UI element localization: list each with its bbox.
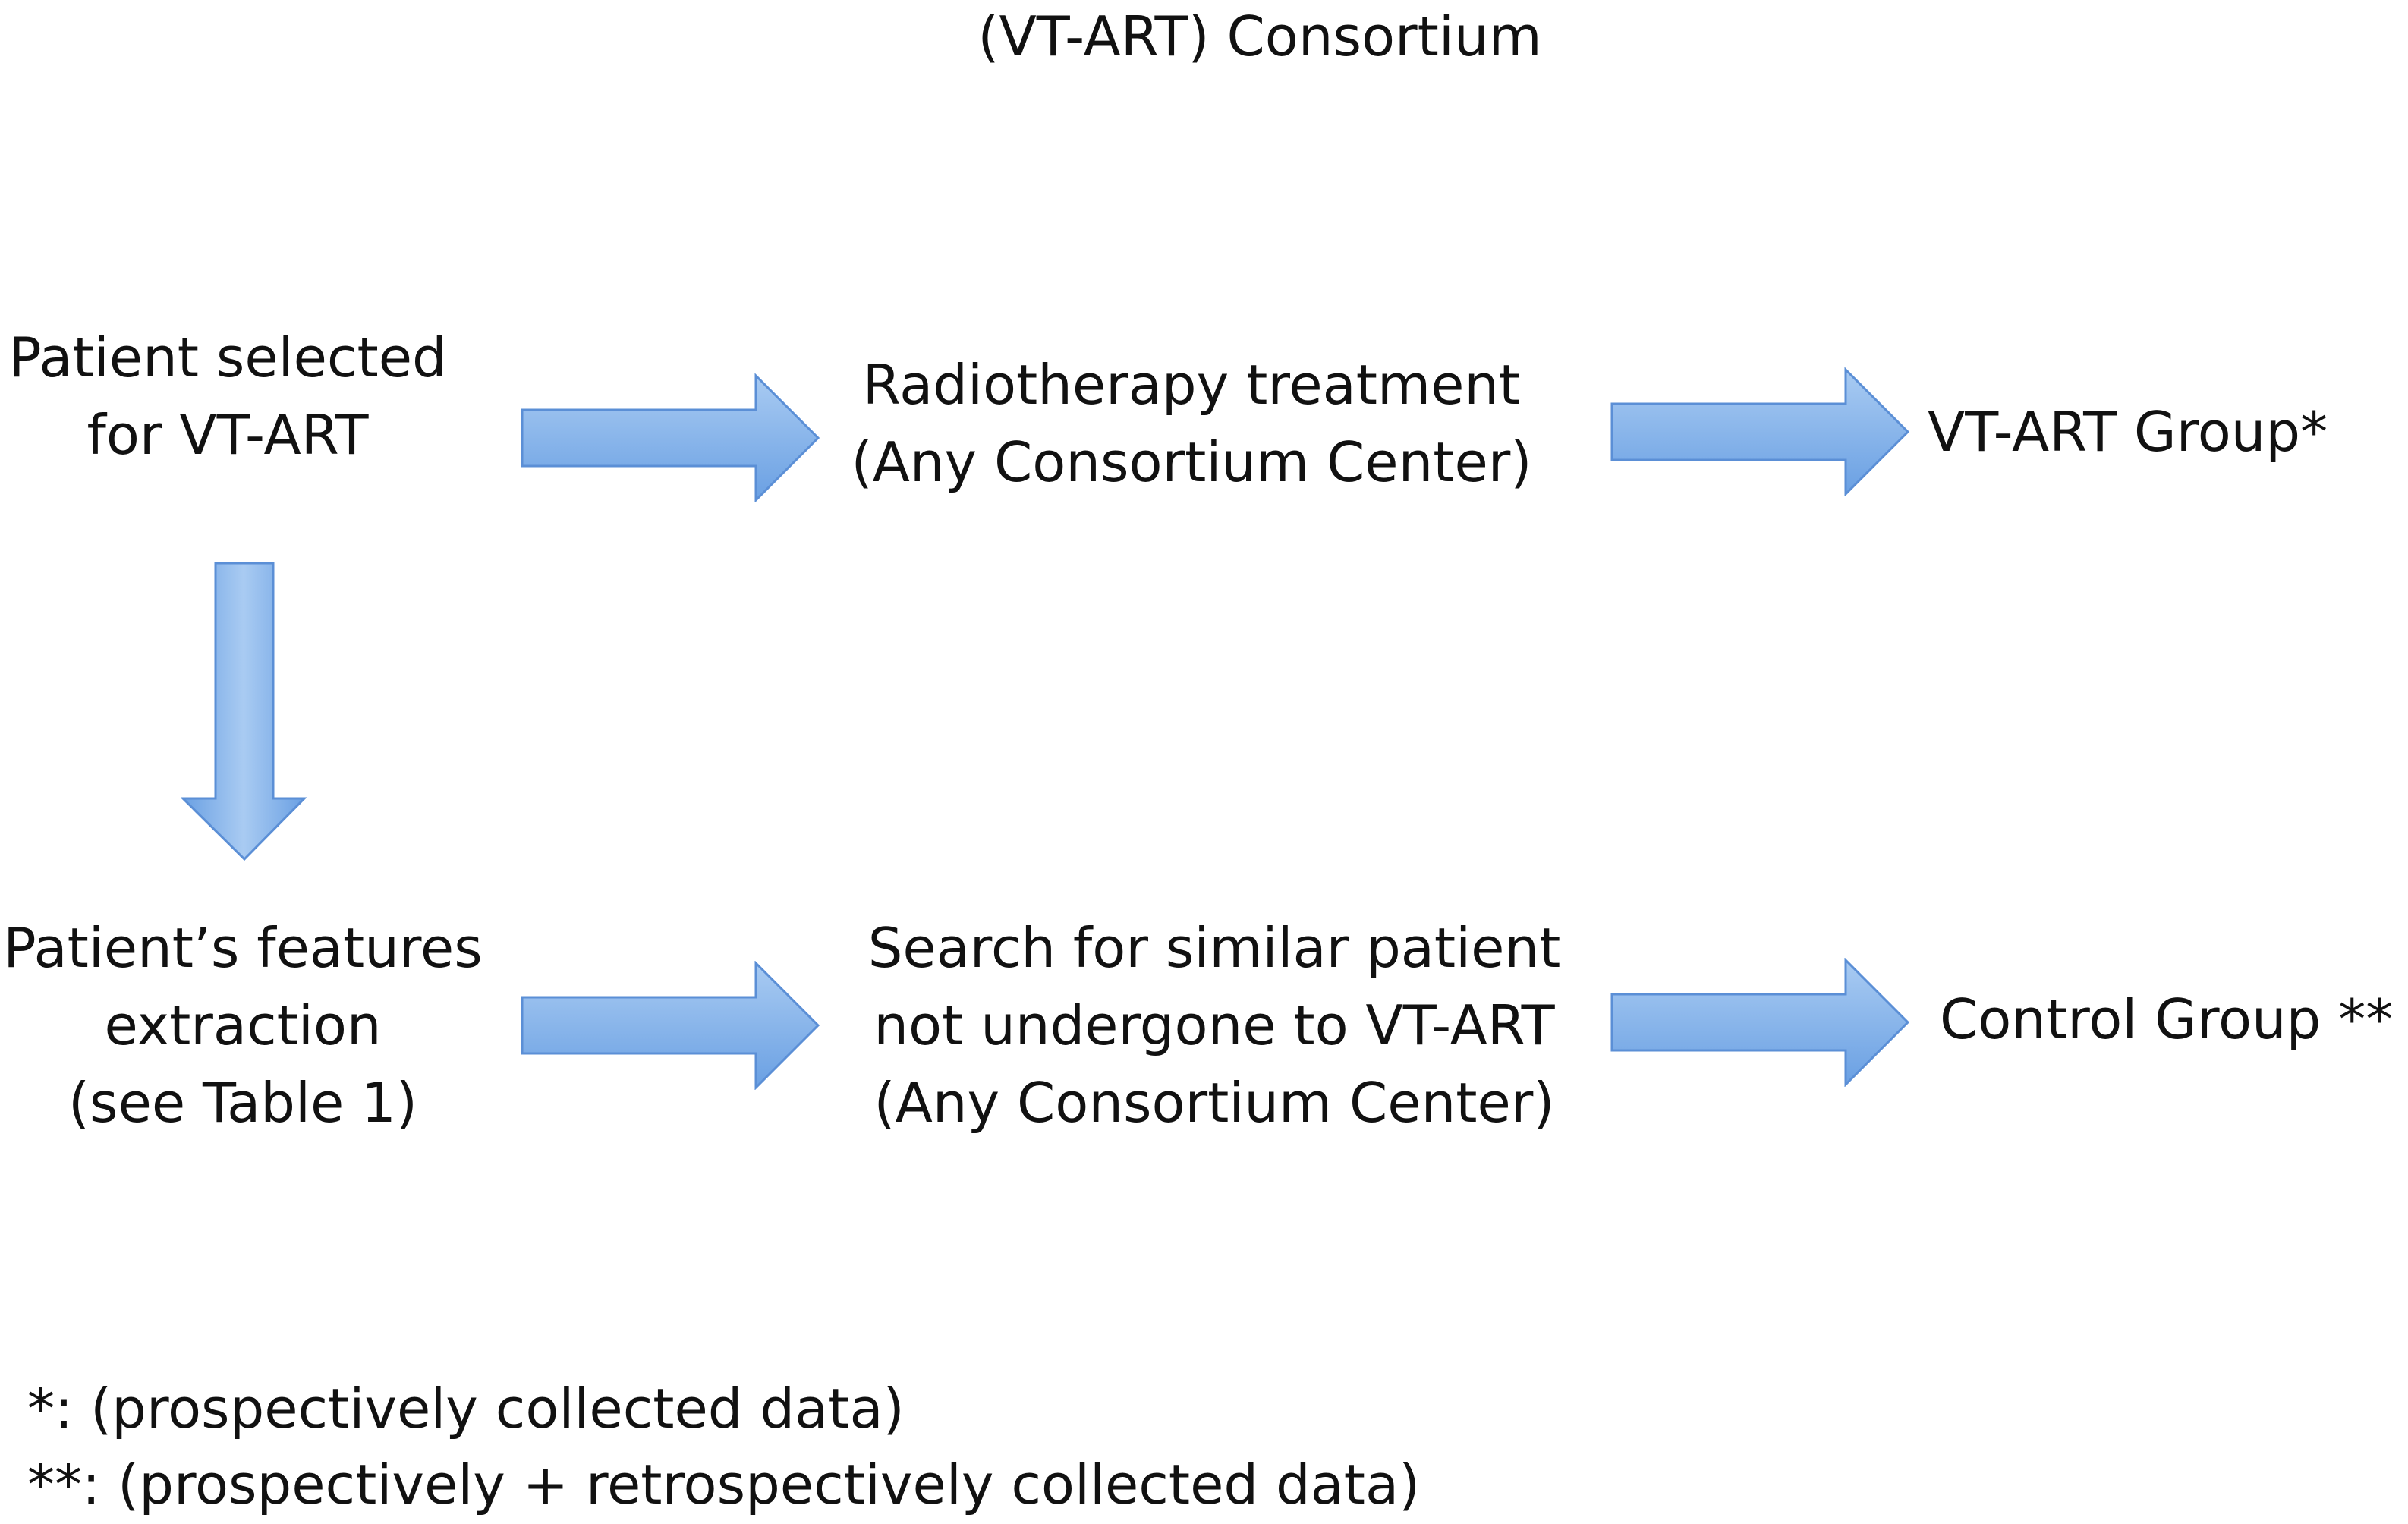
node-line: Control Group **	[1940, 987, 2394, 1051]
node-line: Search for similar patient	[867, 916, 1561, 980]
footnote-double-asterisk: **: (prospectively + retrospectively col…	[27, 1453, 1421, 1516]
arrow-right-icon	[1610, 367, 1910, 496]
arrow-right-icon	[1610, 958, 1910, 1087]
node-search-similar: Search for similar patient not undergone…	[835, 909, 1594, 1141]
node-vtart-group: VT-ART Group*	[1928, 393, 2398, 471]
node-line: Patient selected	[8, 326, 447, 389]
node-line: VT-ART Group*	[1928, 400, 2328, 464]
footnote-single-asterisk: *: (prospectively collected data)	[27, 1377, 905, 1441]
node-patient-selected: Patient selected for VT-ART	[0, 319, 455, 474]
arrow-right-icon	[521, 961, 820, 1090]
node-line: (Any Consortium Center)	[873, 1071, 1555, 1135]
node-control-group: Control Group **	[1940, 981, 2395, 1058]
arrow-right-icon	[521, 373, 820, 502]
arrow-down-icon	[181, 562, 307, 861]
node-line: extraction	[104, 993, 382, 1057]
node-line: for VT-ART	[87, 403, 369, 467]
node-line: Patient’s features	[3, 916, 483, 980]
node-line: (see Table 1)	[68, 1071, 418, 1135]
node-line: Radiotherapy treatment	[862, 353, 1521, 417]
node-radiotherapy: Radiotherapy treatment (Any Consortium C…	[820, 346, 1563, 501]
node-line: (Any Consortium Center)	[851, 430, 1532, 494]
node-line: not undergone to VT-ART	[873, 993, 1555, 1057]
diagram-title: (VT-ART) Consortium	[977, 5, 1542, 68]
node-features-extraction: Patient’s features extraction (see Table…	[0, 909, 486, 1141]
